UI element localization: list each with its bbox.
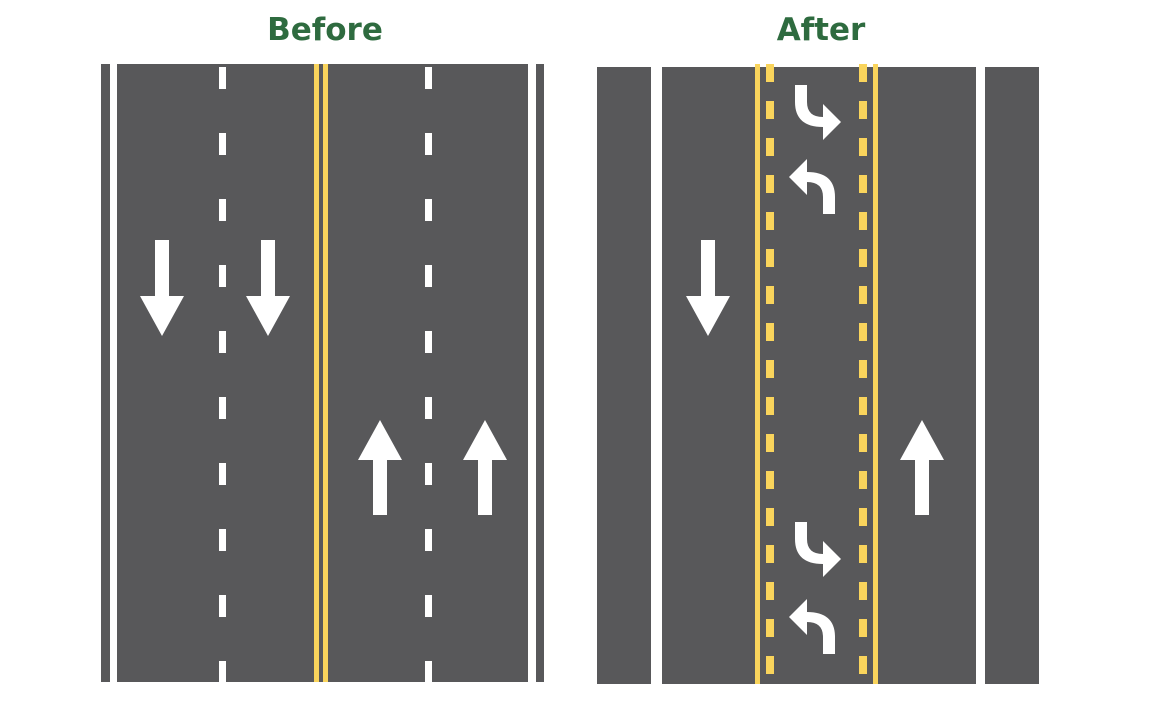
lane-line-dash: [425, 133, 432, 155]
turn-right-arrow-icon: [795, 522, 841, 577]
lane-line-dash: [425, 199, 432, 221]
lane-line-dash: [219, 265, 226, 287]
lane-line-dash: [219, 397, 226, 419]
lane-line-dash: [219, 133, 226, 155]
dashed-yellow-line: [766, 138, 774, 156]
lane-line-dash: [425, 463, 432, 485]
arrow-up-icon: [900, 420, 944, 515]
dashed-yellow-line: [766, 286, 774, 304]
dashed-yellow-line: [859, 249, 867, 267]
double-yellow-line: [314, 64, 319, 682]
dashed-yellow-line: [859, 582, 867, 600]
shoulder-left: [101, 64, 110, 682]
solid-yellow-line: [873, 64, 878, 684]
arrow-down-icon: [686, 240, 730, 336]
dashed-yellow-line: [859, 323, 867, 341]
arrow-up-icon: [463, 420, 507, 515]
dashed-yellow-line: [766, 619, 774, 637]
lane-line-dash: [425, 661, 432, 682]
dashed-yellow-line: [766, 582, 774, 600]
lane-line-dash: [425, 67, 432, 89]
dashed-yellow-line: [859, 360, 867, 378]
roadway: [117, 64, 528, 682]
dashed-yellow-line: [859, 656, 867, 674]
dashed-yellow-line: [859, 619, 867, 637]
lane-line-dash: [219, 199, 226, 221]
dashed-yellow-line: [859, 397, 867, 415]
lane-line-dash: [219, 331, 226, 353]
solid-yellow-line: [755, 64, 760, 684]
lane-line-dash: [219, 529, 226, 551]
dashed-yellow-line: [859, 64, 867, 82]
dashed-yellow-line: [766, 175, 774, 193]
dashed-yellow-line: [766, 656, 774, 674]
dashed-yellow-line: [766, 508, 774, 526]
bike-lane-right: [985, 67, 1039, 684]
dashed-yellow-line: [766, 323, 774, 341]
dashed-yellow-line: [766, 397, 774, 415]
lane-line-dash: [425, 595, 432, 617]
dashed-yellow-line: [766, 545, 774, 563]
dashed-yellow-line: [859, 434, 867, 452]
turn-left-arrow-icon: [789, 159, 835, 214]
dashed-yellow-line: [859, 101, 867, 119]
dashed-yellow-line: [766, 360, 774, 378]
lane-line-dash: [219, 463, 226, 485]
double-yellow-line: [323, 64, 328, 682]
bike-lane-left: [597, 67, 651, 684]
dashed-yellow-line: [859, 471, 867, 489]
dashed-yellow-line: [859, 138, 867, 156]
roadway: [662, 67, 976, 684]
before-title: Before: [267, 12, 383, 48]
after-title: After: [776, 12, 866, 48]
arrow-up-icon: [358, 420, 402, 515]
turn-left-arrow-icon: [789, 599, 835, 654]
dashed-yellow-line: [766, 249, 774, 267]
lane-line-dash: [425, 397, 432, 419]
dashed-yellow-line: [766, 434, 774, 452]
dashed-yellow-line: [766, 212, 774, 230]
lane-line-dash: [219, 67, 226, 89]
dashed-yellow-line: [766, 101, 774, 119]
dashed-yellow-line: [859, 286, 867, 304]
lane-line-dash: [219, 595, 226, 617]
shoulder-right: [536, 64, 544, 682]
dashed-yellow-line: [859, 175, 867, 193]
lane-line-dash: [425, 265, 432, 287]
dashed-yellow-line: [859, 212, 867, 230]
dashed-yellow-line: [859, 545, 867, 563]
lane-line-dash: [219, 661, 226, 682]
dashed-yellow-line: [766, 471, 774, 489]
dashed-yellow-line: [859, 508, 867, 526]
turn-right-arrow-icon: [795, 85, 841, 140]
arrow-down-icon: [140, 240, 184, 336]
arrow-down-icon: [246, 240, 290, 336]
lane-line-dash: [425, 331, 432, 353]
dashed-yellow-line: [766, 64, 774, 82]
lane-line-dash: [425, 529, 432, 551]
